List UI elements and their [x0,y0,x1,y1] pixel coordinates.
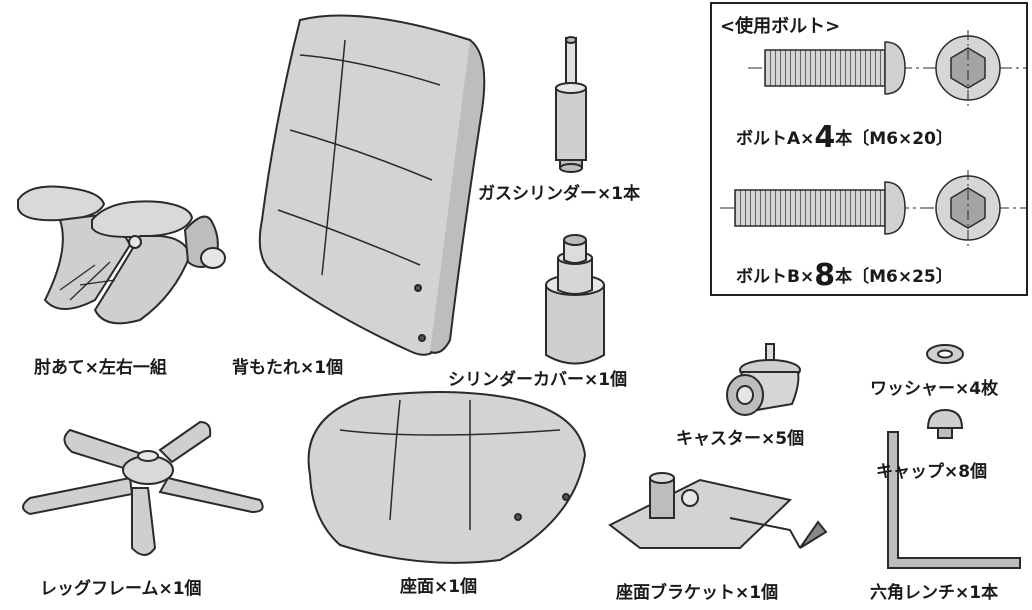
label-caster: キャスター×5個 [676,429,805,449]
bolt-a-drawing [748,30,1028,106]
seat-bracket-drawing [608,472,828,549]
label-leg-frame: レッグフレーム×1個 [40,579,202,599]
hex-wrench-drawing [887,431,1021,569]
bolt-a-count: 4 [814,120,836,155]
cylinder-cover-drawing [545,234,605,365]
label-seat: 座面×1個 [400,577,478,597]
bolt-b-prefix: ボルトB× [736,267,815,287]
label-seat-bracket: 座面ブラケット×1個 [616,583,779,603]
bolt-a-prefix: ボルトA× [736,129,815,149]
label-backrest: 背もたれ×1個 [232,358,344,378]
bolt-box: <使用ボルト> ボルトA×4本〔M6×20〕 ボルトB×8本〔M6×25〕 [710,2,1028,296]
armrest-drawing [17,185,226,325]
leg-frame-drawing [22,420,264,556]
backrest-drawing [258,14,486,356]
cap-drawing [926,408,964,439]
bolt-a-caption: ボルトA×4本〔M6×20〕 [736,120,953,155]
seat-drawing [307,390,587,564]
bolt-box-title: <使用ボルト> [720,16,841,37]
bolt-b-count: 8 [814,258,836,293]
bolt-b-suffix: 本〔M6×25〕 [835,267,953,287]
bolt-a-suffix: 本〔M6×20〕 [835,129,953,149]
label-cylinder-cover: シリンダーカバー×1個 [448,370,628,390]
label-cap: キャップ×8個 [876,462,988,482]
label-gas-cylinder: ガスシリンダー×1本 [478,184,641,204]
label-armrest: 肘あて×左右一組 [34,358,167,378]
washer-drawing [926,344,964,364]
label-hex-wrench: 六角レンチ×1本 [870,583,999,603]
label-washer: ワッシャー×4枚 [870,379,999,399]
caster-drawing [726,343,801,416]
bolt-b-drawing [720,170,1028,246]
gas-cylinder-drawing [555,36,587,173]
bolt-b-caption: ボルトB×8本〔M6×25〕 [736,258,953,293]
